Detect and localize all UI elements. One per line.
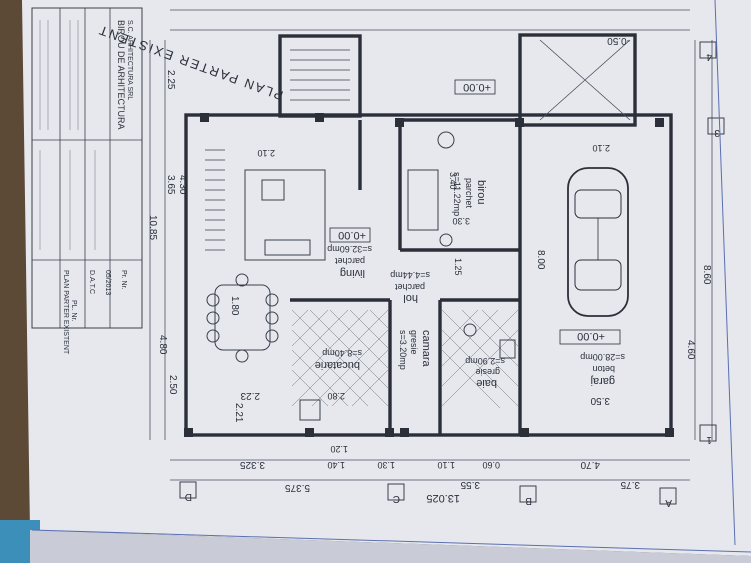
room-area: s=4.44mp [390, 270, 430, 280]
axis-label: 4 [706, 51, 712, 62]
room-labels: garaj beton s=28.00mp living parchet s=3… [315, 172, 625, 389]
room-floor: parchet [464, 178, 474, 209]
dimension: 1.40 [327, 460, 345, 470]
level-marker: +0.00 [338, 229, 366, 241]
axis-label: D [185, 491, 192, 502]
dimension: 3.40 [448, 172, 458, 190]
dimension: 3.325 [240, 459, 265, 470]
dimension: 8.00 [535, 250, 546, 270]
dimension: 3.75 [620, 479, 640, 490]
dimension: 4.30 [177, 175, 188, 195]
dimension: 4.70 [580, 459, 600, 470]
dimension: 2.23 [240, 390, 260, 401]
dimension: 1.80 [229, 296, 240, 316]
dimension: 3.65 [165, 175, 176, 195]
title-line: PL. Nr. [70, 300, 77, 321]
room-name: living [340, 267, 365, 279]
dimension: 1.10 [437, 460, 455, 470]
dimension: 1.30 [377, 460, 395, 470]
room-floor: beton [592, 364, 615, 374]
axis-markers [179, 41, 725, 505]
car-icon [567, 167, 629, 317]
dimension: 3.55 [460, 479, 480, 490]
dimension: 1.20 [330, 444, 348, 454]
room-area: s=11.22mp [452, 172, 462, 216]
level-marker: +0.00 [577, 330, 605, 342]
room-area: s=32.60mp [327, 244, 372, 254]
dimension: 3.50 [590, 395, 610, 406]
level-marker: +0.00 [463, 81, 491, 93]
dimension: 2.21 [233, 403, 244, 423]
room-floor: parchet [394, 282, 425, 292]
axis-label: 1 [706, 434, 712, 445]
title-line: Pr. Nr. [120, 270, 127, 290]
axis-label: 3 [714, 127, 720, 138]
room-area: s=28.00mp [580, 352, 625, 362]
dimension: 1.25 [453, 258, 463, 276]
axis-label: A [665, 497, 672, 508]
title-line: 05/2013 [104, 270, 111, 295]
title-line: PLAN PARTER EXISTENT [62, 270, 69, 355]
dimension: 2.25 [165, 70, 176, 90]
title-line: S.C. ARHITECTURA SRL [126, 20, 133, 100]
floor-plan [149, 9, 713, 481]
room-floor: gresie [409, 330, 419, 355]
dimension: 3.30 [452, 216, 470, 226]
dimension: 10.85 [147, 215, 158, 240]
room-name: camara [420, 330, 432, 368]
dimension: 4.80 [157, 335, 168, 355]
room-area: s=8.40mp [322, 348, 362, 358]
paper-sheet [22, 0, 751, 556]
dimension: 13.025 [426, 492, 460, 504]
dimension: 2.10 [592, 143, 610, 153]
dimension: 2.10 [257, 148, 275, 158]
dimension: 0.60 [482, 460, 500, 470]
room-area: s=3.20mp [398, 330, 408, 370]
room-name: birou [475, 180, 487, 204]
level-markers: +0.00 +0.00 +0.00 -0.50 [329, 35, 630, 345]
level-marker: -0.50 [607, 35, 630, 46]
dimension: 2.50 [167, 375, 178, 395]
dimension: 8.60 [701, 265, 712, 285]
dimension: 4.60 [685, 340, 696, 360]
dimension: 5.375 [285, 482, 310, 493]
room-floor: parchet [334, 256, 365, 266]
room-area: s=2.90mp [465, 356, 505, 366]
dimension-labels: 13.025 4.70 3.75 3.55 5.375 3.325 1.40 1… [147, 70, 712, 504]
axis-labels: 1 3 4 A B C D [185, 51, 720, 508]
room-name: garaj [591, 375, 615, 387]
title-line: D.A.T.C [88, 270, 95, 294]
axis-label: C [393, 493, 400, 504]
title-block: BIROU DE ARHITECTURA S.C. ARHITECTURA SR… [31, 7, 143, 355]
title-line: BIROU DE ARHITECTURA [116, 20, 126, 130]
room-floor: gresie [475, 367, 500, 377]
room-name: hol [403, 292, 418, 304]
room-name: bucatarie [315, 359, 360, 371]
axis-label: B [525, 495, 532, 506]
room-name: baie [476, 377, 497, 389]
dimension: 2.80 [327, 391, 345, 401]
